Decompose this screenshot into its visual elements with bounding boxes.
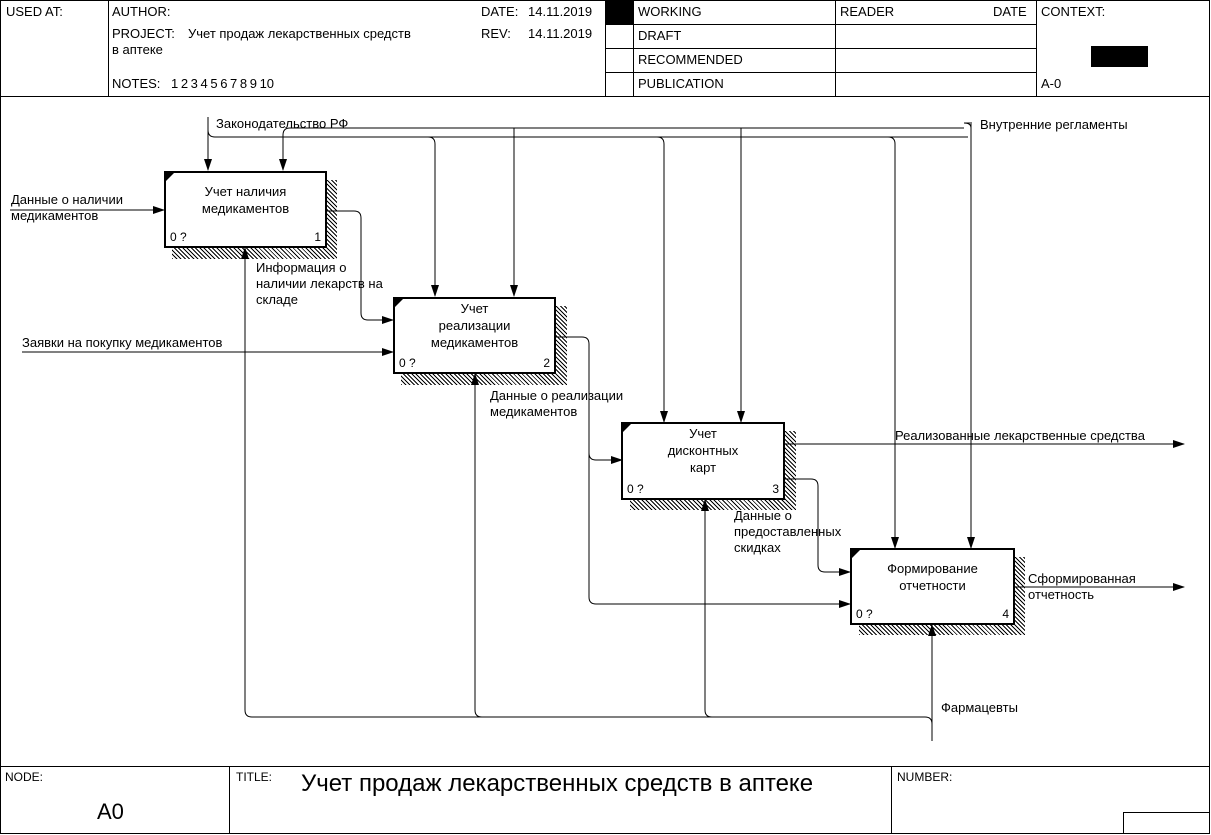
arrow-law-to-box3 — [656, 136, 668, 423]
activity-2-title: Учет реализации медикаментов — [430, 301, 519, 350]
status-publication: PUBLICATION — [638, 76, 724, 91]
node-label: NODE: — [5, 770, 44, 784]
status-working: WORKING — [638, 4, 702, 19]
activity-box-4[interactable]: Формирование отчетности 0 ? 4 — [850, 548, 1015, 625]
arrow-mechanism-to-box2 — [471, 373, 483, 718]
working-status-marker — [606, 1, 633, 24]
date-value: 14.11.2019 — [528, 4, 593, 19]
activity-4-cost: 0 ? — [856, 607, 873, 621]
box4-corner — [852, 550, 860, 558]
number-label: NUMBER: — [897, 770, 953, 784]
arrow-internal-feed — [279, 127, 964, 171]
activity-1-cost: 0 ? — [170, 230, 187, 244]
project-name: Учет продаж лекарственных средств в апте… — [112, 26, 411, 57]
arrow-internal-left — [963, 122, 972, 129]
activity-3-number: 3 — [772, 482, 779, 496]
notes-label: NOTES: — [112, 76, 161, 91]
label-discount-data: Данные о предоставленных скидках — [734, 508, 842, 555]
title-label: TITLE: — [236, 770, 273, 784]
context-node: A-0 — [1041, 76, 1062, 91]
arrow-box3-to-box4 — [785, 478, 851, 576]
activity-3-title: Учет дисконтных карт — [667, 426, 739, 475]
activity-box-3[interactable]: Учет дисконтных карт 0 ? 3 — [621, 422, 785, 500]
arrow-box2-to-box4 — [588, 453, 851, 608]
context-label: CONTEXT: — [1041, 4, 1106, 19]
diagram-title: Учет продаж лекарственных средств в апте… — [301, 770, 814, 797]
activity-1-title: Учет наличия медикаментов — [201, 184, 290, 216]
label-control-internal: Внутренние регламенты — [980, 117, 1128, 132]
notes-values: 1 2 3 4 5 6 7 8 9 10 — [171, 76, 275, 91]
context-thumbnail — [1091, 46, 1148, 67]
project-label: PROJECT: — [112, 26, 175, 41]
label-output-sold: Реализованные лекарственные средства — [895, 428, 1145, 443]
box1-corner — [166, 173, 174, 181]
activity-box-1[interactable]: Учет наличия медикаментов 0 ? 1 — [164, 171, 327, 248]
box2-corner — [395, 299, 403, 307]
label-mechanism: Фармацевты — [941, 700, 1018, 715]
reader-label: READER — [840, 4, 895, 19]
activity-4-number: 4 — [1002, 607, 1009, 621]
arrow-law-bus — [207, 129, 968, 138]
arrow-law-to-box2 — [427, 136, 439, 297]
arrow-mechanism-to-box3 — [701, 499, 713, 718]
label-control-law: Законодательство РФ — [216, 116, 349, 131]
label-input-orders: Заявки на покупку медикаментов — [22, 335, 223, 350]
status-draft: DRAFT — [638, 28, 682, 43]
arrow-box1-to-box2 — [326, 210, 394, 324]
label-sales-data: Данные о реализации медикаментов — [490, 388, 624, 419]
author-label: AUTHOR: — [112, 4, 171, 19]
activity-2-cost: 0 ? — [399, 356, 416, 370]
rev-value: 14.11.2019 — [528, 26, 593, 41]
activity-3-cost: 0 ? — [627, 482, 644, 496]
label-input-stock: Данные о наличии медикаментов — [11, 192, 123, 223]
activity-4-title: Формирование отчетности — [887, 561, 978, 593]
activity-1-number: 1 — [314, 230, 321, 244]
box3-corner — [623, 424, 631, 432]
label-stock-info: Информация о наличии лекарств на складе — [256, 260, 383, 307]
activity-2-number: 2 — [543, 356, 550, 370]
arrow-law-to-box4 — [887, 136, 899, 549]
status-recommended: RECOMMENDED — [638, 52, 743, 67]
used-at-label: USED AT: — [6, 4, 63, 19]
reader-date-label: DATE — [993, 4, 1027, 19]
label-output-report: Сформированная отчетность — [1028, 571, 1136, 602]
node-value: A0 — [97, 799, 124, 824]
arrow-box2-to-box3 — [555, 336, 623, 464]
activity-box-2[interactable]: Учет реализации медикаментов 0 ? 2 — [393, 297, 556, 374]
date-label: DATE: — [481, 4, 519, 19]
arrow-mechanism-bus — [241, 247, 933, 725]
rev-label: REV: — [481, 26, 511, 41]
